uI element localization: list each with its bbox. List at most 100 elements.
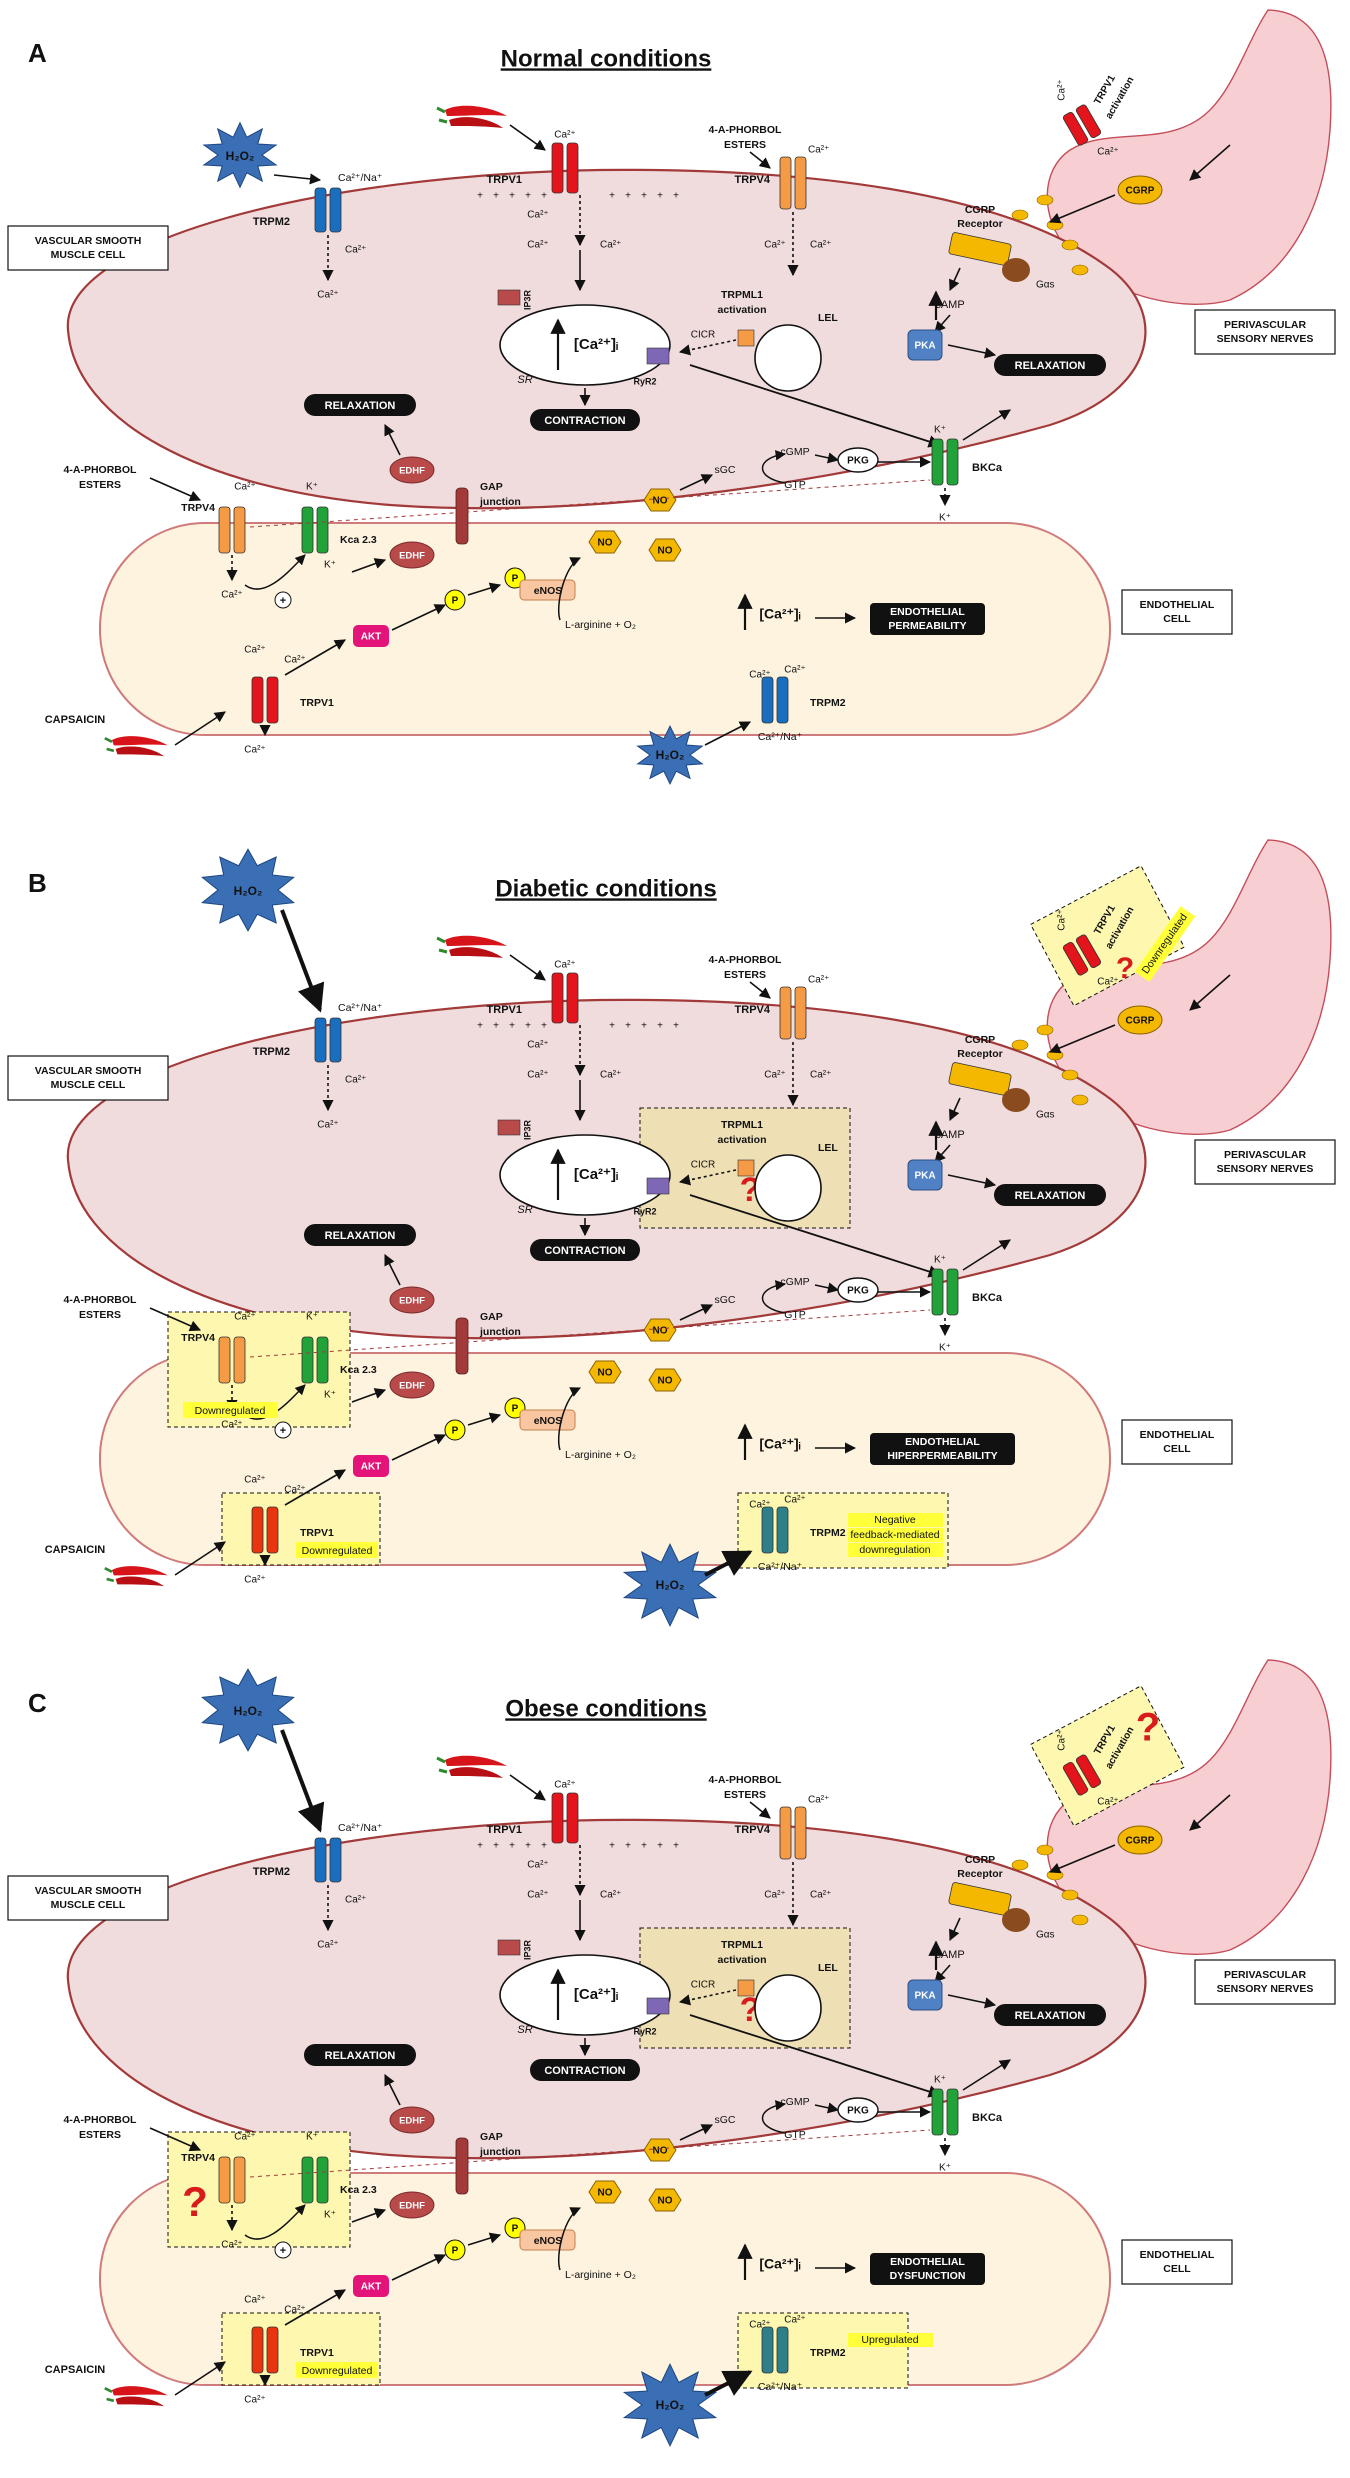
k-label: K⁺ — [306, 1312, 318, 1323]
trpv4-vsmc-channel-right-subunit — [794, 156, 807, 210]
l-arginine-label: L-arginine + O₂ — [565, 1449, 636, 1461]
endo-label-box-line: CELL — [1163, 1443, 1191, 1455]
p-label: P — [512, 2224, 519, 2235]
k-label: K⁺ — [934, 425, 946, 436]
receptor-to-camp-arrow — [949, 267, 961, 292]
lel-label: LEL — [818, 1962, 838, 1974]
nerve-label-box-line: PERIVASCULAR — [1224, 1969, 1306, 1981]
endo-cytosolic-ca-label: [Ca²⁺]ᵢ — [759, 606, 800, 622]
endo-label-box-line: ENDOTHELIAL — [1140, 599, 1215, 611]
k-label: K⁺ — [324, 2210, 336, 2221]
endo-trpv1-note-highlight — [296, 2362, 378, 2378]
trpv1-endo-channel — [251, 676, 279, 724]
vsm-label-box-line: MUSCLE CELL — [51, 1899, 126, 1911]
chili-pepper-icon — [104, 2386, 168, 2407]
no-hexagon — [588, 1360, 622, 1384]
nerve-label-box-line: SENSORY NERVES — [1217, 1983, 1314, 1995]
capsaicin-to-trpv1-arrow — [174, 2361, 226, 2396]
cgrp-receptor-label: CGRP — [965, 204, 995, 216]
ca-na-label: Ca²⁺/Na⁺ — [758, 731, 803, 743]
ca-label: Ca²⁺ — [600, 1890, 621, 1901]
k-to-edhf-arrow — [351, 558, 387, 573]
nerve-trpv1-channel — [1062, 1754, 1102, 1796]
trpv4-label: TRPV4 — [735, 1004, 771, 1016]
membrane-charge: + — [673, 1021, 679, 1032]
larg-to-no-arrow — [558, 1387, 581, 1451]
relaxation-pill-edhf: RELAXATION — [304, 2044, 416, 2066]
kca-channel — [301, 506, 329, 554]
endo-trpm2-note: downregulation — [859, 1544, 930, 1556]
trpm2-endo-channel-right-subunit — [776, 2326, 789, 2374]
trpv4-label: TRPV4 — [735, 174, 771, 186]
cgrp-vesicle — [1071, 1914, 1089, 1926]
trpm2-vsmc-channel — [314, 1017, 342, 1063]
endo-trpm2-note-highlight — [848, 1513, 943, 1527]
no-hexagon — [643, 2138, 677, 2162]
cgmp-to-pkg-arrow — [814, 1282, 840, 1294]
ca-label: Ca²⁺ — [284, 2305, 305, 2316]
contraction-pill-text: CONTRACTION — [544, 415, 625, 427]
ip3r-receptor — [497, 1939, 521, 1956]
pepper-body — [112, 736, 168, 746]
panel-letter: A — [28, 38, 47, 68]
no-text: NO — [598, 1368, 613, 1379]
k-label: K⁺ — [939, 513, 951, 524]
kca-label: Kca 2.3 — [340, 534, 377, 546]
ca-label: Ca²⁺ — [764, 1890, 785, 1901]
kca-channel-left-subunit — [301, 1336, 314, 1384]
membrane-charge: + — [657, 1841, 663, 1852]
panel-title: Diabetic conditions — [495, 875, 716, 902]
cgrp-receptor-label: Receptor — [957, 218, 1003, 230]
pepper-body — [449, 117, 503, 128]
ca-activates-kca-arrow — [244, 554, 306, 590]
membrane-charge: + — [673, 191, 679, 202]
no-molecule: NO — [588, 530, 622, 554]
no-hexagon — [648, 2188, 682, 2212]
cytosolic-ca-label: [Ca²⁺]ᵢ — [574, 1986, 618, 2003]
ca-na-label: Ca²⁺/Na⁺ — [338, 1822, 383, 1834]
ca-label: Ca²⁺ — [1057, 79, 1068, 100]
nerve-trpv1-channel-left-subunit — [1062, 941, 1089, 976]
relaxation-pill-vsmc-bg — [994, 2004, 1106, 2026]
nerve-trpv1-group — [1062, 934, 1102, 976]
cgrp-receptor-label: Receptor — [957, 1048, 1003, 1060]
trpv4-label: TRPV4 — [181, 502, 215, 514]
sr-label: SR — [517, 374, 532, 386]
nerve-note-highlight — [1134, 906, 1196, 982]
ip3r-label: IP3R — [522, 289, 532, 310]
enos-box — [519, 1409, 576, 1431]
outcome-box — [870, 603, 985, 635]
p-label: P — [512, 1404, 519, 1415]
sarcoplasmic-reticulum — [499, 304, 671, 386]
phorbol-label: ESTERS — [724, 1789, 766, 1801]
pka-box — [907, 1159, 943, 1191]
trpv1-endo-channel-right-subunit — [266, 2326, 279, 2374]
trpm2-vsmc-channel — [314, 1837, 342, 1883]
receptor-to-camp-arrow — [949, 1917, 961, 1942]
ca-label: Ca²⁺ — [808, 1795, 829, 1806]
g-alpha-s-protein — [1002, 1908, 1030, 1932]
cgmp-label: cGMP — [780, 2096, 809, 2108]
relaxation-pill-edhf-text: RELAXATION — [325, 1230, 396, 1242]
cgrp-receptor-label: CGRP — [965, 1854, 995, 1866]
membrane-charge: + — [641, 191, 647, 202]
no-hexagon — [648, 1368, 682, 1392]
no-molecule: NO — [588, 2180, 622, 2204]
ca-na-label: Ca²⁺/Na⁺ — [758, 1561, 803, 1573]
ca-label: Ca²⁺ — [234, 482, 255, 493]
lysosome-like-organelle — [754, 324, 822, 392]
akt-to-p-arrow — [391, 604, 447, 631]
h2o2-text: H₂O₂ — [234, 1704, 263, 1718]
trpv4-endo-channel-left-subunit — [218, 1336, 231, 1384]
trpv1-endo-channel-left-subunit — [251, 2326, 264, 2374]
ca-label: Ca²⁺ — [810, 240, 831, 251]
relaxation-pill-edhf-text: RELAXATION — [325, 2050, 396, 2062]
pkg-label: PKG — [847, 456, 869, 467]
k-label: K⁺ — [934, 2075, 946, 2086]
trpv4-vsmc-channel — [779, 1806, 807, 1860]
trpv1-label: TRPV1 — [300, 697, 334, 709]
kca-channel-right-subunit — [316, 2156, 329, 2204]
ryr2-receptor — [646, 347, 670, 365]
